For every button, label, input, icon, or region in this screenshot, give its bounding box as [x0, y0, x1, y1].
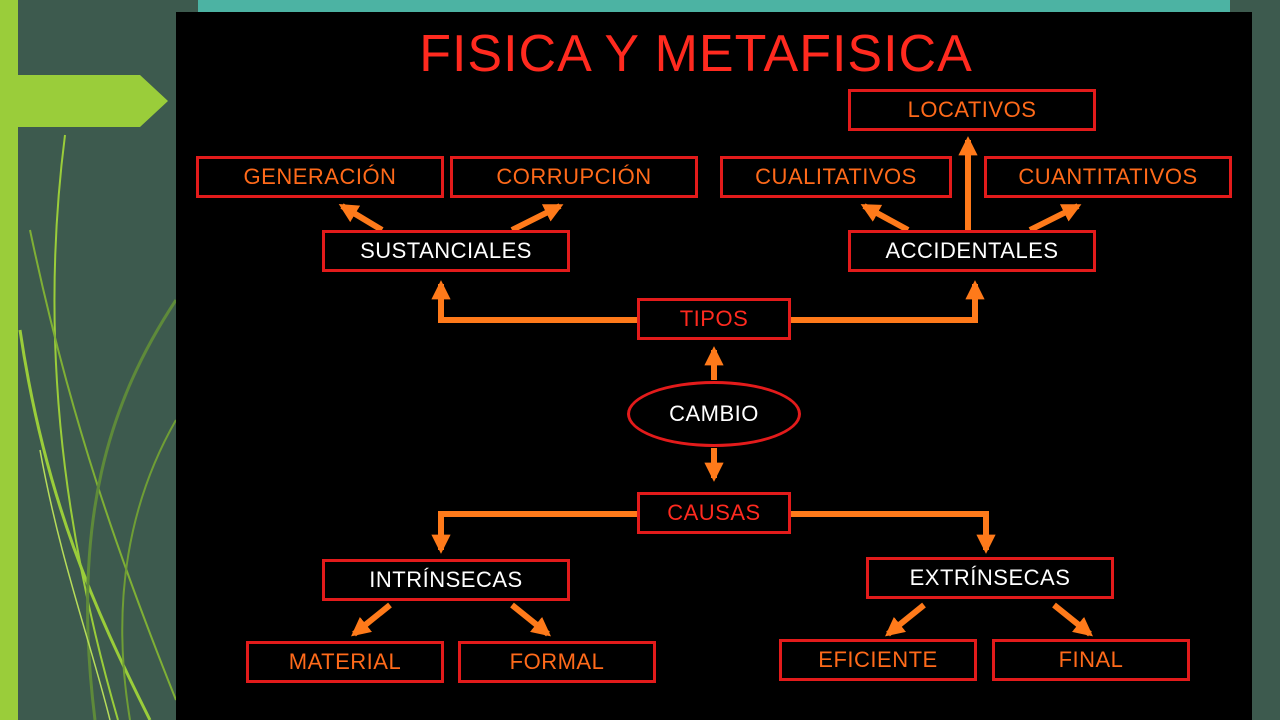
- node-generacion: GENERACIÓN: [196, 156, 444, 198]
- arrow-extrinsecas-eficiente: [885, 602, 926, 637]
- node-material: MATERIAL: [246, 641, 444, 683]
- node-causas: CAUSAS: [637, 492, 791, 534]
- arrow-accidentales-cuantitativos: [1028, 203, 1082, 233]
- node-eficiente: EFICIENTE: [779, 639, 977, 681]
- node-cambio: CAMBIO: [627, 381, 801, 447]
- node-tipos: TIPOS: [637, 298, 791, 340]
- node-final: FINAL: [992, 639, 1190, 681]
- arrow-intrinsecas-material: [351, 602, 392, 637]
- node-corrupcion: CORRUPCIÓN: [450, 156, 698, 198]
- arrow-tipos-accidentales: [791, 280, 985, 323]
- diagram-title: FISICA Y METAFISICA: [419, 25, 973, 83]
- decorative-curves: [18, 134, 178, 720]
- accent-arrow-tab: [18, 75, 168, 127]
- arrow-tipos-sustanciales: [431, 280, 637, 323]
- node-locativos: LOCATIVOS: [848, 89, 1096, 131]
- node-extrinsecas: EXTRÍNSECAS: [866, 557, 1114, 599]
- node-sustanciales: SUSTANCIALES: [322, 230, 570, 272]
- arrow-accidentales-cualitativos: [860, 203, 910, 233]
- arrow-causas-extrinsecas: [791, 511, 996, 554]
- arrow-extrinsecas-final: [1052, 602, 1093, 637]
- arrow-sustanciales-generacion: [338, 203, 384, 233]
- arrow-sustanciales-corrupcion: [510, 203, 564, 233]
- node-formal: FORMAL: [458, 641, 656, 683]
- node-accidentales: ACCIDENTALES: [848, 230, 1096, 272]
- node-cuantitativos: CUANTITATIVOS: [984, 156, 1232, 198]
- arrow-causas-intrinsecas: [431, 511, 637, 554]
- arrow-intrinsecas-formal: [510, 602, 551, 637]
- node-cualitativos: CUALITATIVOS: [720, 156, 952, 198]
- accent-left-bar: [0, 0, 18, 720]
- node-intrinsecas: INTRÍNSECAS: [322, 559, 570, 601]
